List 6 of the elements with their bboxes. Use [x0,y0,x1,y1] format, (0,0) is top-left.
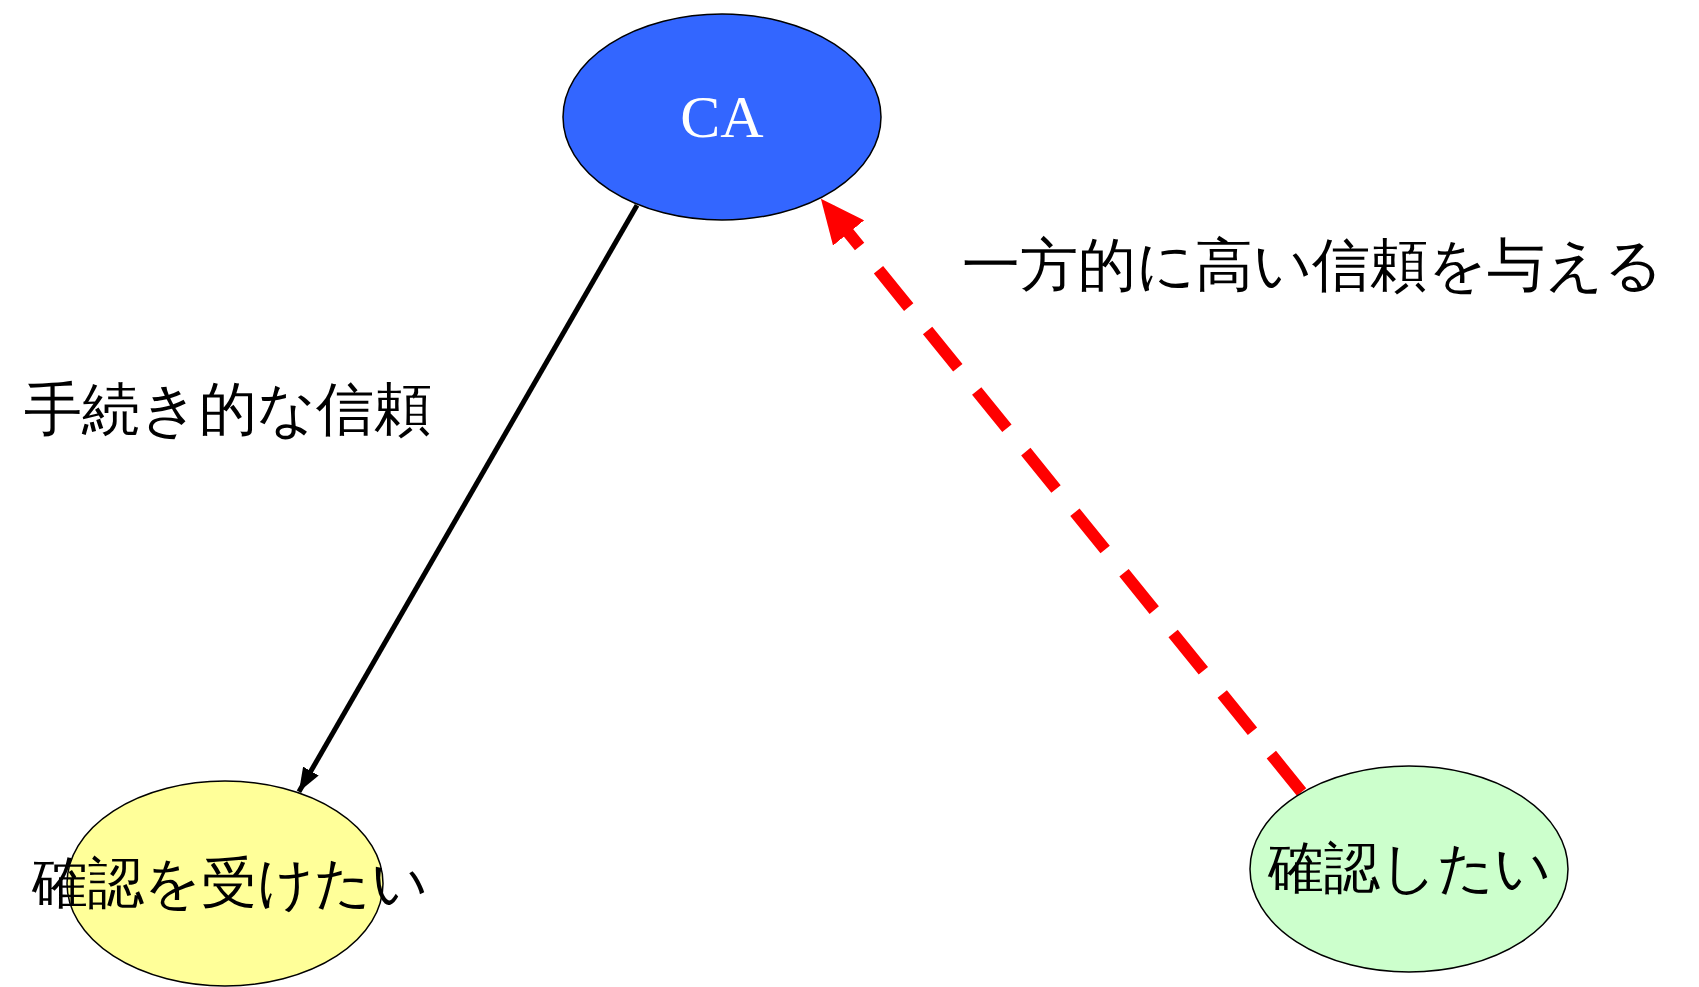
edge-label: 手続き的な信頼 [24,378,432,442]
ellipse-node [562,13,882,221]
ellipse-node [1249,765,1569,973]
node-label: CA [679,82,765,152]
node-label: 確認したい [1266,834,1552,902]
arrow [296,203,640,794]
